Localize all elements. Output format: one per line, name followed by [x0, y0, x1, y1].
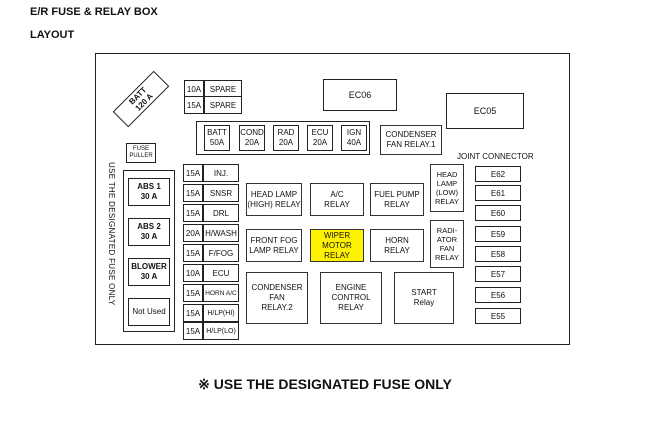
radiator-fan-relay: RADI- ATOR FAN RELAY: [430, 220, 464, 268]
fuse-label: IGN: [346, 128, 362, 137]
fuse-inj: 15A INJ.: [183, 164, 239, 182]
fuse-cond-20a: COND 20A: [239, 125, 265, 151]
condenser-fan-relay-1: CONDENSER FAN RELAY.1: [380, 125, 442, 155]
fuse-batt-50a: BATT 50A: [204, 125, 230, 151]
fuse-amp: 40A: [346, 138, 362, 147]
fuse-name: F/FOG: [203, 244, 239, 262]
condenser-fan-relay-2: CONDENSER FAN RELAY.2: [246, 272, 308, 324]
big-fuse-block: [123, 170, 175, 332]
start-relay: START Relay: [394, 272, 454, 324]
fuse-hlp-hi: 15A H/LP(HI): [183, 304, 239, 322]
side-warning-text: USE THE DESIGNATED FUSE ONLY: [107, 162, 116, 306]
fuse-name: H/LP(HI): [203, 304, 239, 322]
fuse-label: ECU: [311, 128, 329, 137]
diagram-title: E/R FUSE & RELAY BOX: [30, 6, 158, 18]
fuse-puller: FUSE PULLER: [126, 143, 156, 163]
fuse-name: DRL: [203, 204, 239, 222]
fuse-amp: 15A: [183, 164, 203, 182]
fuse-label: COND: [240, 128, 264, 137]
fuse-amp: 20A: [244, 138, 260, 147]
connector-e62: E62: [475, 166, 521, 182]
fuse-blower: BLOWER 30 A: [128, 258, 170, 286]
fuse-amp: 15A: [183, 304, 203, 322]
fuse-amp: 20A: [183, 224, 203, 242]
fuse-hlp-lo: 15A H/LP(LO): [183, 322, 239, 340]
fuse-name: H/WASH: [203, 224, 239, 242]
front-fog-lamp-relay: FRONT FOG LAMP RELAY: [246, 229, 302, 262]
fuse-amp: 15A: [183, 204, 203, 222]
fuse-not-used: Not Used: [128, 298, 170, 326]
fuse-name: INJ.: [203, 164, 239, 182]
connector-e57: E57: [475, 266, 521, 282]
spare-fuse-2: 15A SPARE: [184, 96, 242, 114]
fuse-ecu-10a: 10A ECU: [183, 264, 239, 282]
fuse-hwash: 20A H/WASH: [183, 224, 239, 242]
fuse-ecu-20a: ECU 20A: [307, 125, 333, 151]
fuse-horn-ac: 15A HORN A/C: [183, 284, 239, 302]
ec06-connector: EC06: [323, 79, 397, 111]
fuse-name: HORN A/C: [203, 284, 239, 302]
fuse-amp: 10A: [183, 264, 203, 282]
fuse-amp: 15A: [184, 96, 204, 114]
fuse-amp: 30 A: [140, 272, 158, 281]
head-lamp-high-relay: HEAD LAMP (HIGH) RELAY: [246, 183, 302, 216]
fuse-label: ABS 2: [137, 222, 161, 231]
head-lamp-low-relay: HEAD LAMP (LOW) RELAY: [430, 164, 464, 212]
joint-connector-column: E62 E61 E60 E59 E58 E57 E56 E55: [475, 164, 529, 326]
ec05-connector: EC05: [446, 93, 524, 129]
connector-e61: E61: [475, 185, 521, 201]
fuse-rad-20a: RAD 20A: [273, 125, 299, 151]
fuse-amp: 15A: [183, 244, 203, 262]
fuse-label: BLOWER: [131, 262, 167, 271]
mid-fuse-block: [196, 121, 370, 155]
footer-warning: ※ USE THE DESIGNATED FUSE ONLY: [198, 376, 452, 392]
fuse-amp: 15A: [183, 184, 203, 202]
fuse-snsr: 15A SNSR: [183, 184, 239, 202]
fuse-amp: 15A: [183, 322, 203, 340]
fuse-ffog: 15A F/FOG: [183, 244, 239, 262]
wiper-motor-relay: WIPER MOTOR RELAY: [310, 229, 364, 262]
fuse-label: ABS 1: [137, 182, 161, 191]
fuse-amp: 20A: [278, 138, 294, 147]
connector-e60: E60: [475, 205, 521, 221]
fuel-pump-relay: FUEL PUMP RELAY: [370, 183, 424, 216]
fuse-amp: 30 A: [140, 192, 158, 201]
fuse-name: ECU: [203, 264, 239, 282]
ac-relay: A/C RELAY: [310, 183, 364, 216]
fuse-ign-40a: IGN 40A: [341, 125, 367, 151]
diagram-subtitle: LAYOUT: [30, 29, 75, 41]
fuse-name: H/LP(LO): [203, 322, 239, 340]
connector-e55: E55: [475, 308, 521, 324]
engine-control-relay: ENGINE CONTROL RELAY: [320, 272, 382, 324]
fuse-amp: 30 A: [140, 232, 158, 241]
fuse-name: SNSR: [203, 184, 239, 202]
fuse-amp: 20A: [312, 138, 328, 147]
fuse-drl: 15A DRL: [183, 204, 239, 222]
fuse-label: RAD: [277, 128, 295, 137]
connector-e56: E56: [475, 287, 521, 303]
fuse-label: BATT: [207, 128, 227, 137]
connector-e58: E58: [475, 246, 521, 262]
joint-connector-label: JOINT CONNECTOR: [457, 152, 534, 161]
fuse-amp: 15A: [183, 284, 203, 302]
fuse-abs2: ABS 2 30 A: [128, 218, 170, 246]
fuse-amp: 50A: [209, 138, 225, 147]
connector-e59: E59: [475, 226, 521, 242]
fuse-name: SPARE: [204, 96, 242, 114]
fuse-abs1: ABS 1 30 A: [128, 178, 170, 206]
horn-relay: HORN RELAY: [370, 229, 424, 262]
